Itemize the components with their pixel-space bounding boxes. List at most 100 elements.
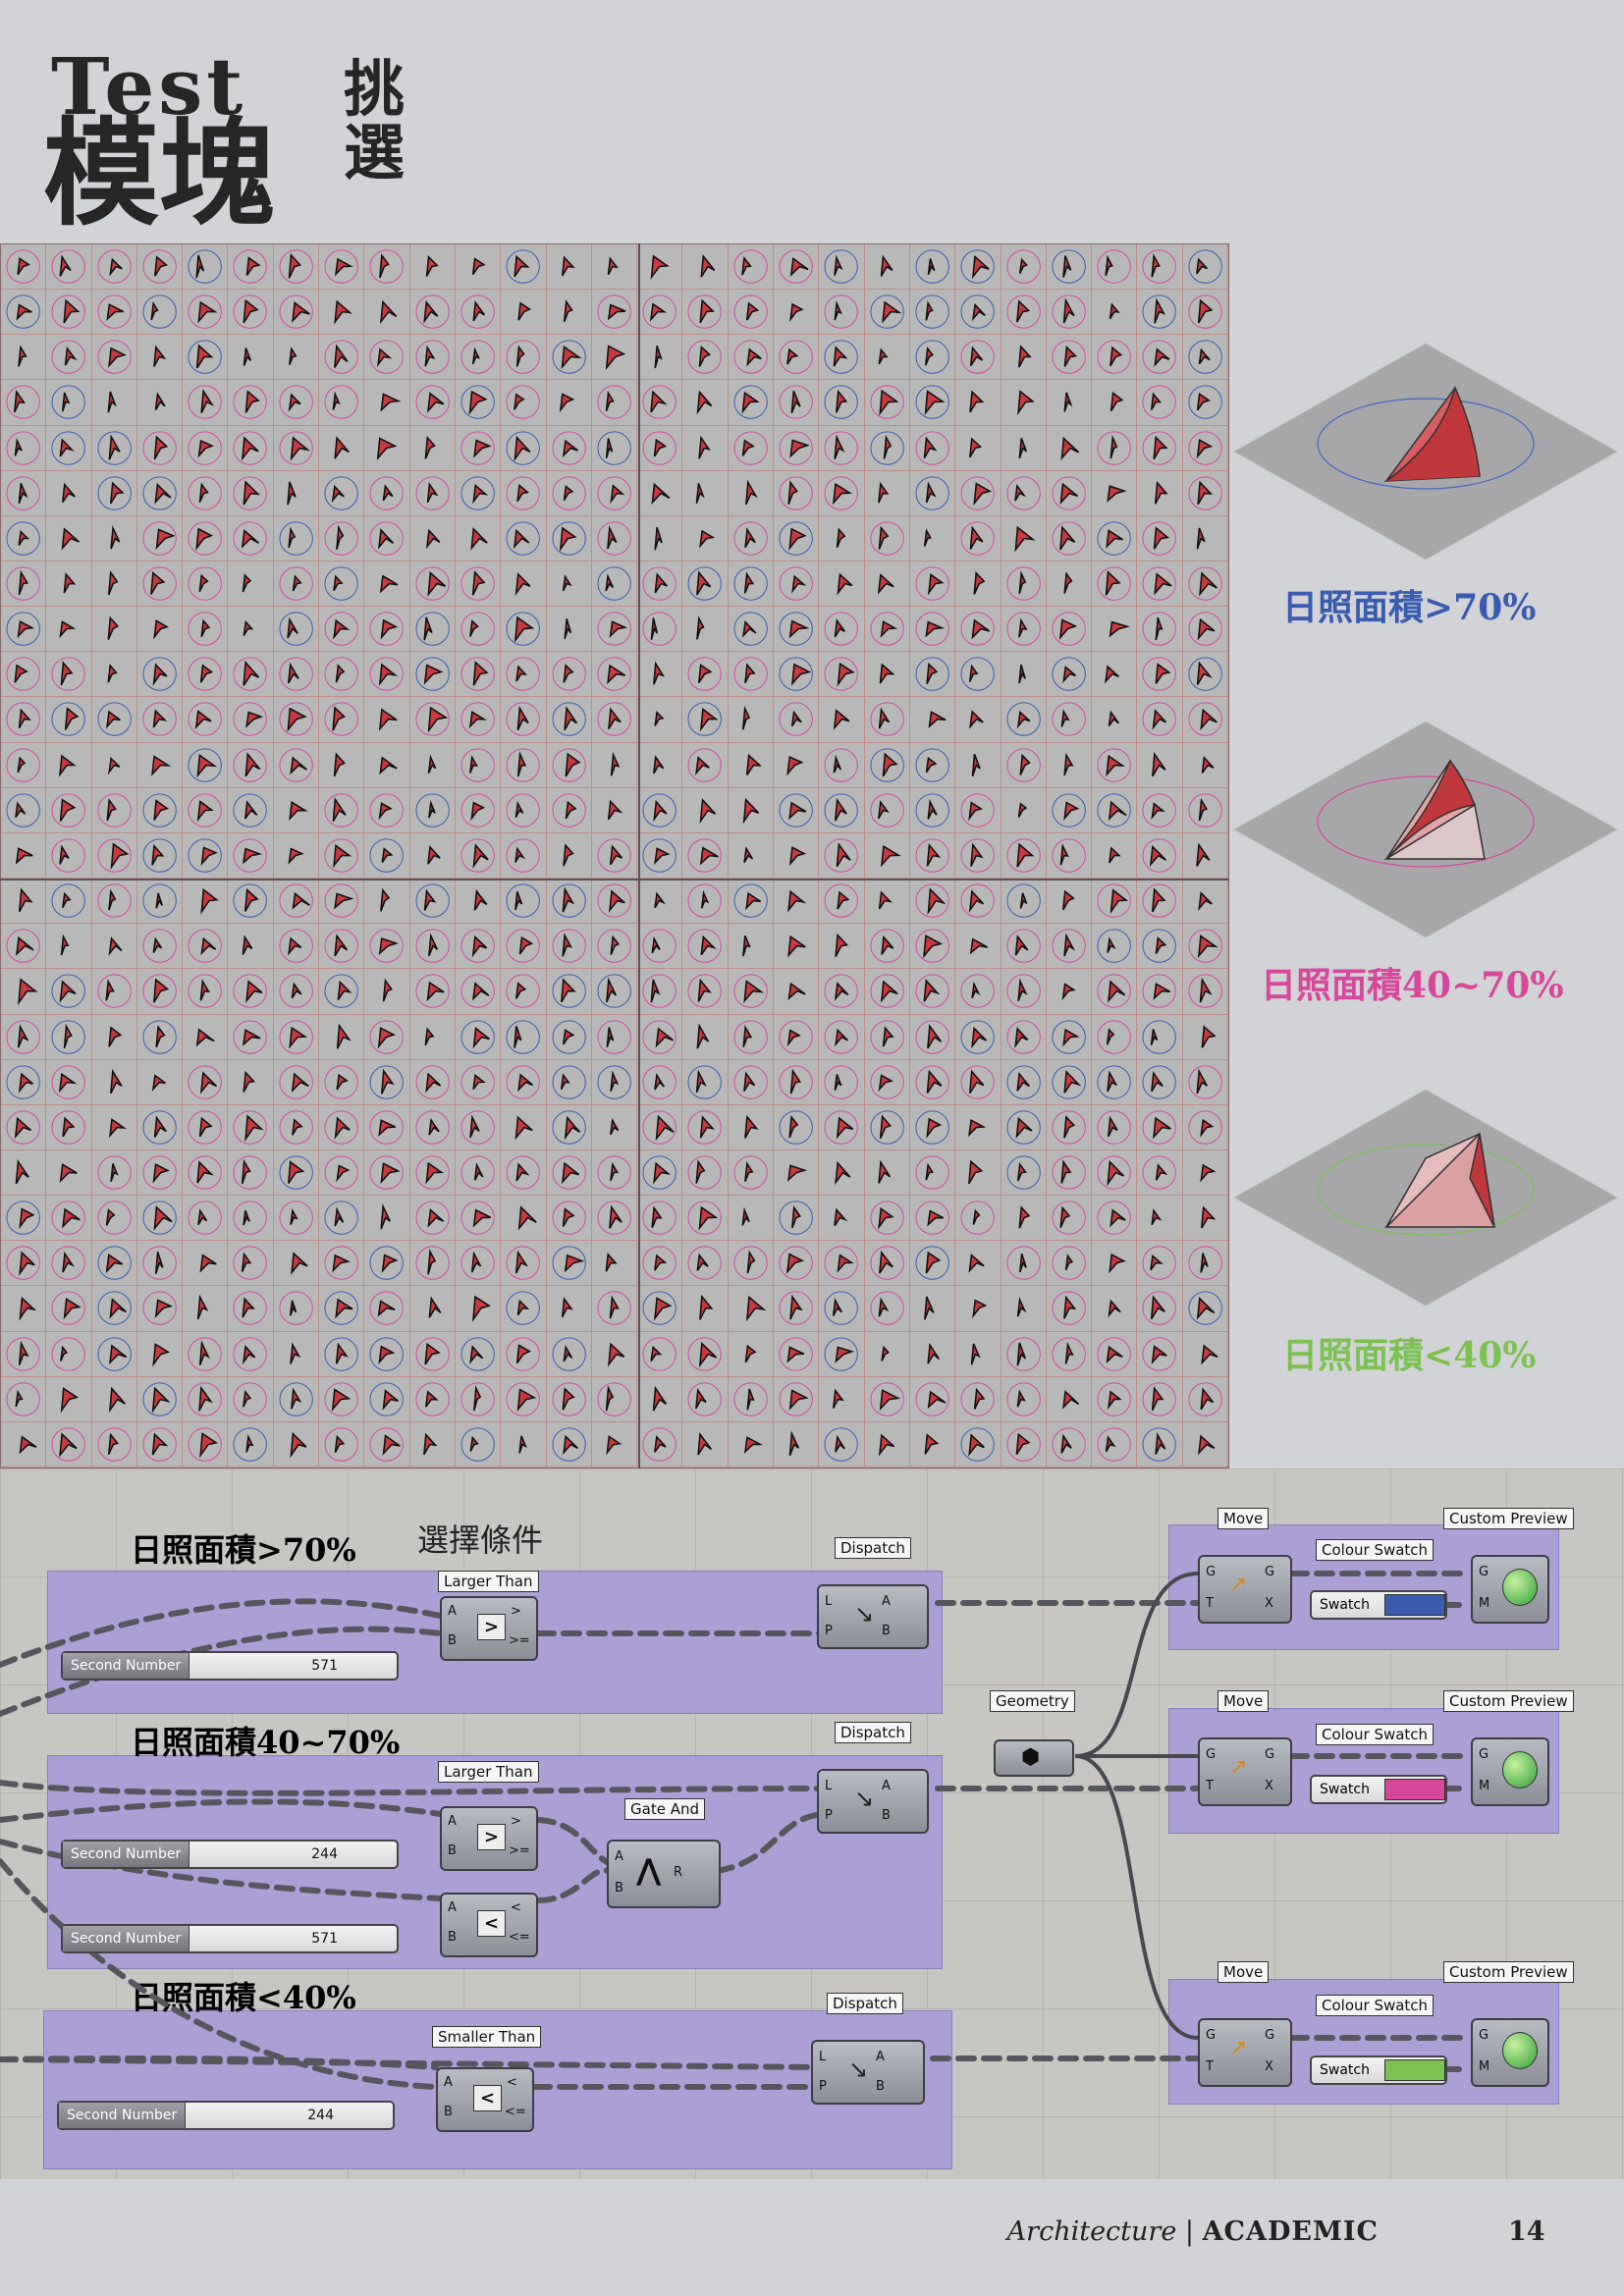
- move-component-2[interactable]: G T ↗ G X: [1198, 1737, 1292, 1806]
- module-thumbnail: [460, 793, 495, 828]
- module-thumbnail: [597, 974, 631, 1009]
- slider-second-number-4[interactable]: Second Number 244: [57, 2101, 395, 2130]
- grid-cell: [591, 1241, 638, 1287]
- module-thumbnail: [870, 385, 904, 420]
- module-thumbnail: [824, 883, 859, 918]
- module-thumbnail: [1188, 612, 1222, 646]
- grid-cell: [183, 969, 229, 1015]
- colour-swatch-3[interactable]: Swatch: [1310, 2056, 1447, 2085]
- grid-cell: [682, 924, 729, 970]
- module-thumbnail: [1151, 1208, 1163, 1226]
- grid-cell: [183, 244, 229, 291]
- grid-cell: [864, 561, 910, 608]
- grid-cell: [319, 1421, 365, 1468]
- smaller-than-component-2[interactable]: A B < < <=: [436, 2067, 534, 2132]
- module-thumbnail: [779, 521, 813, 556]
- gate-and-component[interactable]: A B ⋀ R: [607, 1840, 721, 1908]
- grid-cell: [909, 1286, 956, 1332]
- geometry-param[interactable]: ⬢: [994, 1739, 1074, 1777]
- grid-cell: [91, 380, 137, 426]
- grid-cell: [409, 244, 456, 291]
- module-thumbnail: [188, 929, 222, 963]
- node-canvas[interactable]: 選擇條件 日照面積>70% 日照面積40~70% 日照面積<40%: [0, 1468, 1624, 2179]
- custom-preview-1[interactable]: G M: [1471, 1555, 1549, 1624]
- grid-cell: [46, 335, 92, 381]
- grid-cell: [682, 697, 729, 743]
- grid-cell: [183, 380, 229, 426]
- colour-swatch-1[interactable]: Swatch: [1310, 1590, 1447, 1620]
- slider-second-number-3[interactable]: Second Number 571: [61, 1924, 399, 1953]
- module-thumbnail: [324, 702, 358, 737]
- tag-custom-preview-3: Custom Preview: [1443, 1961, 1574, 1983]
- colour-swatch-2[interactable]: Swatch: [1310, 1775, 1447, 1804]
- grid-cell: [183, 1331, 229, 1377]
- grid-cell: [409, 1149, 456, 1197]
- module-thumbnail: [642, 1155, 677, 1190]
- module-thumbnail: [606, 1434, 623, 1456]
- grid-cell: [91, 1059, 137, 1105]
- grid-cell: [1001, 515, 1047, 562]
- grid-cell: [136, 879, 184, 925]
- module-thumbnail: [924, 1433, 940, 1455]
- module-thumbnail: [870, 929, 904, 963]
- smaller-than-component-1[interactable]: A B < < <=: [440, 1893, 538, 1957]
- grid-cell: [1046, 1376, 1093, 1422]
- grid-cell: [455, 425, 502, 471]
- module-thumbnail: [506, 340, 541, 375]
- grid-cell: [1092, 380, 1138, 426]
- grid-cell: [637, 1376, 683, 1422]
- slider-second-number-2[interactable]: Second Number 244: [61, 1840, 399, 1869]
- module-thumbnail: [415, 340, 450, 375]
- grid-cell: [1137, 1104, 1183, 1150]
- module-thumbnail: [870, 793, 904, 828]
- module-thumbnail: [552, 702, 586, 737]
- dispatch-component-3[interactable]: L P ↘ A B: [811, 2040, 925, 2105]
- module-thumbnail: [142, 974, 177, 1009]
- grid-cell: [364, 879, 410, 925]
- grid-cell: [455, 1331, 502, 1377]
- grid-cell: [909, 470, 956, 516]
- grid-cell: [864, 1421, 910, 1468]
- grid-cell: [955, 335, 1001, 381]
- grid-cell: [774, 1196, 820, 1242]
- module-thumbnail: [188, 974, 222, 1009]
- module-thumbnail: [733, 612, 768, 646]
- grid-cell: [1137, 742, 1183, 788]
- grid-cell: [864, 1014, 910, 1060]
- grid-cell: [46, 742, 92, 788]
- grid-cell: [409, 290, 456, 336]
- grid-cell: [1046, 879, 1093, 925]
- module-thumbnail: [642, 793, 677, 828]
- grid-cell: [955, 244, 1001, 291]
- move-component-1[interactable]: G T ↗ G X: [1198, 1555, 1292, 1624]
- move-component-3[interactable]: G T ↗ G X: [1198, 2018, 1292, 2087]
- tag-larger-than-1: Larger Than: [438, 1571, 539, 1592]
- grid-cell: [864, 335, 910, 381]
- grid-cell: [273, 244, 320, 291]
- module-thumbnail: [233, 1110, 268, 1145]
- dispatch-component-1[interactable]: L P ↘ A B: [817, 1584, 929, 1649]
- module-thumbnail: [1097, 1427, 1131, 1462]
- module-thumbnail: [460, 430, 495, 465]
- grid-cell: [728, 244, 775, 291]
- module-thumbnail: [51, 249, 86, 284]
- legend-high: 日照面積>70%: [1282, 587, 1537, 628]
- module-thumbnail: [324, 974, 358, 1009]
- module-thumbnail: [6, 249, 40, 284]
- grid-cell: [864, 607, 910, 653]
- larger-than-component-1[interactable]: A B > > >=: [440, 1596, 538, 1661]
- module-thumbnail: [460, 1246, 495, 1281]
- custom-preview-2[interactable]: G M: [1471, 1737, 1549, 1806]
- grid-cell: [273, 1241, 320, 1287]
- module-thumbnail: [741, 1206, 750, 1226]
- grid-cell: [228, 879, 274, 925]
- custom-preview-3[interactable]: G M: [1471, 2018, 1549, 2087]
- grid-cell: [501, 1286, 547, 1332]
- module-thumbnail: [6, 566, 40, 601]
- grid-cell: [864, 290, 910, 336]
- grid-cell: [136, 1104, 184, 1150]
- grid-cell: [864, 244, 910, 291]
- dispatch-component-2[interactable]: L P ↘ A B: [817, 1769, 929, 1834]
- larger-than-component-2[interactable]: A B > > >=: [440, 1806, 538, 1871]
- slider-second-number-1[interactable]: Second Number 571: [61, 1651, 399, 1681]
